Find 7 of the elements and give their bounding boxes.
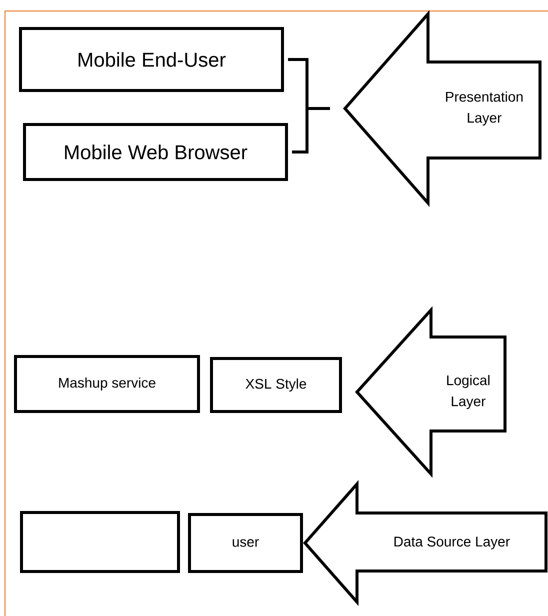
text-box: Mashup service bbox=[14, 355, 200, 413]
empty-box bbox=[20, 511, 180, 573]
text-box: user bbox=[188, 513, 303, 573]
text-box: XSL Style bbox=[210, 357, 342, 413]
text-box: Mobile Web Browser bbox=[23, 123, 288, 181]
bracket-connector bbox=[292, 107, 330, 154]
text-box: Mobile End-User bbox=[19, 27, 284, 92]
